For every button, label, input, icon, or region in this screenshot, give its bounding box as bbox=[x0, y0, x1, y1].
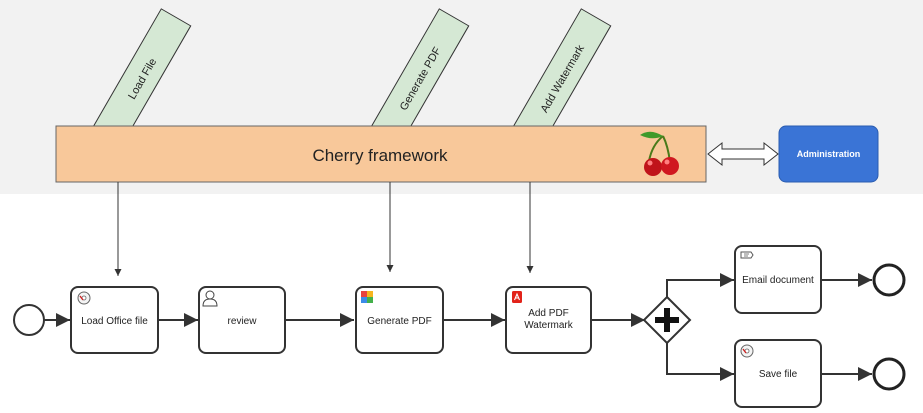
task-save-file[interactable]: Save file bbox=[734, 339, 822, 408]
flow-gateway-to-save bbox=[666, 343, 734, 381]
task-review-label: review bbox=[228, 316, 258, 327]
task-email-document[interactable]: Email document bbox=[734, 245, 822, 314]
disc-icon bbox=[740, 344, 754, 358]
plus-icon bbox=[655, 308, 679, 332]
task-save-file-label: Save file bbox=[759, 369, 798, 380]
administration-label: Administration bbox=[797, 149, 861, 159]
task-add-pdf-watermark-label-line2: Watermark bbox=[524, 320, 574, 331]
task-load-office-file-label: Load Office file bbox=[81, 316, 148, 327]
cherry-framework: Cherry framework bbox=[55, 125, 707, 183]
send-hand-icon bbox=[740, 251, 754, 259]
task-generate-pdf[interactable]: Generate PDF bbox=[355, 286, 444, 354]
user-icon bbox=[202, 290, 218, 307]
framework-label: Cherry framework bbox=[312, 146, 448, 165]
task-load-office-file[interactable]: Load Office file bbox=[70, 286, 159, 354]
task-add-pdf-watermark[interactable]: Add PDF Watermark bbox=[505, 286, 592, 354]
admin-link-arrow bbox=[707, 141, 779, 167]
start-event[interactable] bbox=[13, 304, 45, 336]
end-event-email[interactable] bbox=[872, 263, 906, 297]
parallel-gateway[interactable] bbox=[642, 295, 692, 345]
administration-box[interactable]: Administration bbox=[778, 125, 879, 183]
cherry-icon bbox=[640, 131, 679, 176]
end-event-save[interactable] bbox=[872, 357, 906, 391]
task-review[interactable]: review bbox=[198, 286, 286, 354]
task-add-pdf-watermark-label-line1: Add PDF bbox=[528, 308, 569, 319]
pdf-tool-icon bbox=[361, 291, 373, 303]
plugin-load-file: Load File bbox=[90, 8, 192, 128]
task-email-document-label: Email document bbox=[742, 275, 814, 286]
acrobat-icon bbox=[512, 291, 522, 303]
flow-gateway-to-email bbox=[666, 273, 734, 297]
disc-icon bbox=[77, 291, 91, 305]
task-generate-pdf-label: Generate PDF bbox=[367, 316, 431, 327]
